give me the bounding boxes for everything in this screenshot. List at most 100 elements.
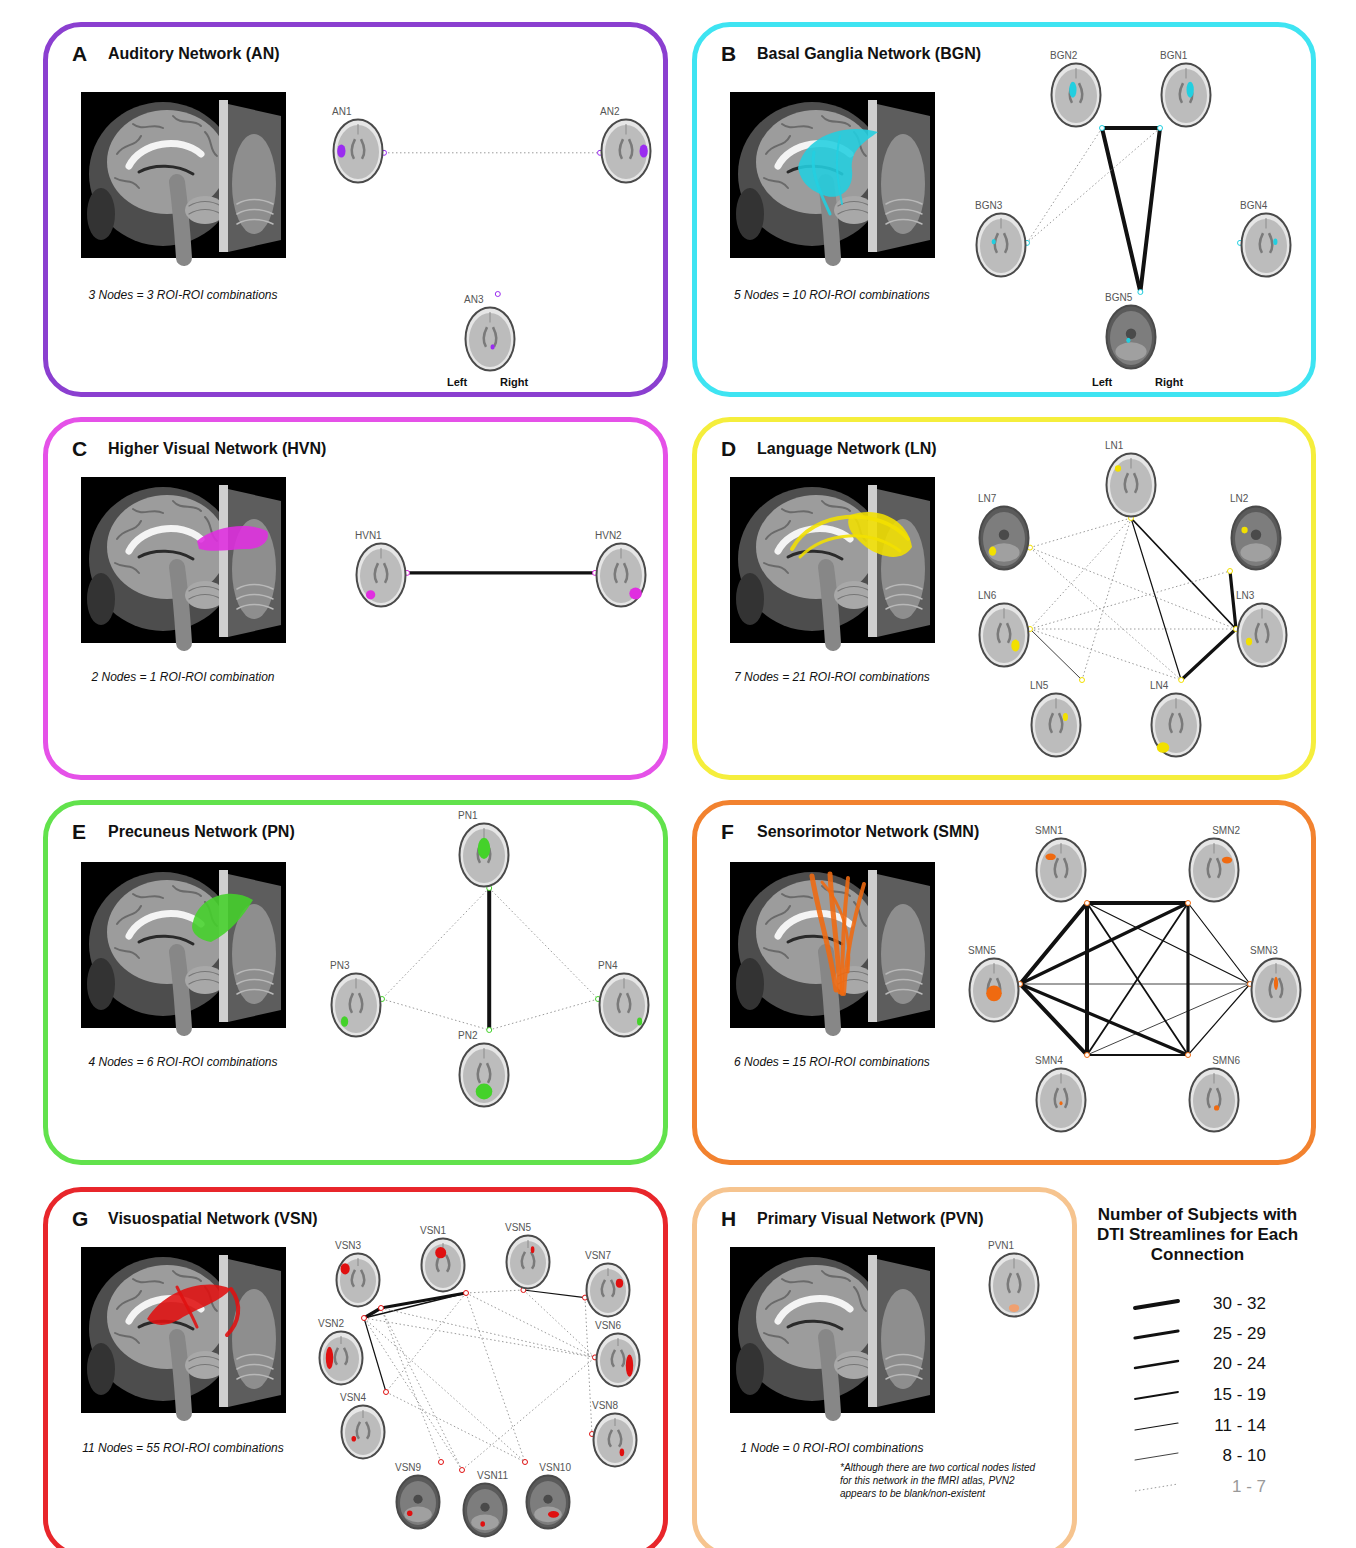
dti-connection <box>1085 903 1089 1055</box>
gyrus-line <box>782 509 812 513</box>
dti-connection <box>1030 629 1236 630</box>
dti-connection <box>1030 548 1181 680</box>
scalp-outline <box>527 1476 570 1529</box>
roi-label: PN1 <box>458 810 510 822</box>
gyrus-line <box>173 1271 201 1281</box>
scalp-outline <box>970 959 1019 1022</box>
gyrus-line <box>764 948 788 958</box>
roi-blob <box>1069 82 1076 98</box>
roi-label: VSN5 <box>505 1222 551 1234</box>
axial-slice-thumbnail <box>968 957 1020 1023</box>
roi-anchor-dot <box>1100 126 1105 131</box>
axial-slice-thumbnail <box>988 1252 1040 1318</box>
panel-title: Auditory Network (AN) <box>108 44 280 64</box>
gyrus-line <box>115 1333 139 1343</box>
brain-tissue <box>337 125 379 179</box>
midline <box>1262 608 1263 619</box>
coronal-slab <box>868 870 877 1022</box>
gyrus-line <box>115 563 139 573</box>
cerebellum-folia <box>189 972 221 977</box>
roi-label: SMN6 <box>1188 1055 1240 1067</box>
coronal-plane-back <box>877 104 930 252</box>
midline <box>381 548 382 559</box>
dti-connection <box>462 1357 595 1470</box>
network-panel: DLanguage Network (LN)7 Nodes = 21 ROI-R… <box>692 417 1316 780</box>
cerebellum-folia <box>886 1355 922 1360</box>
roi-blob <box>629 588 641 600</box>
roi-label: SMN1 <box>1035 825 1087 837</box>
panel-letter: H <box>721 1207 736 1231</box>
gyrus-line <box>822 501 850 511</box>
legend-line-sample <box>1135 1453 1178 1460</box>
midline <box>1014 1258 1015 1269</box>
roi-label: VSN3 <box>335 1240 381 1252</box>
ventricle <box>1007 623 1010 643</box>
legend-text: 20 - 24 <box>1186 1354 1266 1374</box>
legend-title: Number of Subjects with DTI Streamlines … <box>1090 1205 1305 1265</box>
ventricle <box>1125 473 1128 493</box>
axial-slice-thumbnail <box>318 1330 364 1386</box>
coronal-plane-back <box>228 1259 281 1407</box>
ventricle <box>1017 1273 1020 1293</box>
roi-label: PN2 <box>458 1030 510 1042</box>
scalp-outline <box>397 1476 440 1529</box>
network-panel: CHigher Visual Network (HVN)2 Nodes = 1 … <box>43 417 668 780</box>
scalp-outline <box>507 1236 550 1289</box>
roi-label: VSN10 <box>525 1462 571 1474</box>
roi-node: AN3 <box>464 294 516 372</box>
brain-tissue <box>1235 512 1277 566</box>
roi-blob <box>1115 465 1121 472</box>
axial-slice-thumbnail <box>1050 62 1102 128</box>
roi-blob <box>1241 527 1247 534</box>
brain-tissue <box>530 1481 566 1525</box>
cerebellum-folia <box>886 200 922 205</box>
midline <box>1076 68 1077 79</box>
orientation-label: Right <box>1155 376 1183 389</box>
ventricle <box>1180 83 1183 103</box>
dti-connection <box>466 1290 523 1293</box>
brainstem <box>177 567 184 643</box>
dti-connection <box>1087 901 1188 905</box>
brainstem <box>177 952 184 1028</box>
roi-anchor-dot <box>1186 901 1191 906</box>
cerebellum-folia <box>886 1365 922 1370</box>
gyrus-line <box>205 132 217 156</box>
roi-node: PVN1 <box>988 1240 1040 1318</box>
node-count-caption: 4 Nodes = 6 ROI-ROI combinations <box>58 1055 308 1070</box>
roi-blob <box>992 239 996 244</box>
corpus-callosum <box>129 144 201 166</box>
axial-slice-thumbnail <box>978 505 1030 571</box>
scalp-outline <box>980 604 1029 667</box>
ventricle <box>352 1270 355 1287</box>
roi-anchor-dot <box>1085 901 1090 906</box>
dti-connection <box>1188 903 1250 984</box>
dti-connection <box>585 1298 592 1434</box>
axial-slice-thumbnail <box>595 1332 641 1388</box>
roi-node: SMN2 <box>1188 825 1240 903</box>
network-panel: AAuditory Network (AN)3 Nodes = 3 ROI-RO… <box>43 22 668 397</box>
brain-tissue <box>510 1241 546 1285</box>
dti-connection <box>1188 984 1250 1055</box>
roi-label: BGN4 <box>1240 200 1292 212</box>
gyrus-line <box>115 948 139 958</box>
dti-connection <box>1087 903 1188 1055</box>
roi-anchor-dot <box>464 1291 469 1296</box>
dti-connection <box>1020 984 1188 1055</box>
scalp-outline <box>1107 306 1156 369</box>
brain-tissue <box>600 549 642 603</box>
brainstem <box>177 1337 184 1413</box>
roi-anchor-dot <box>1080 678 1085 683</box>
scalp-outline <box>337 1254 380 1307</box>
ventricle <box>612 1350 615 1367</box>
corpus-callosum <box>778 1299 850 1321</box>
ventricle <box>609 1430 612 1447</box>
roi-label: VSN8 <box>592 1400 638 1412</box>
dti-connection <box>466 1293 525 1462</box>
midline <box>356 978 357 989</box>
roi-anchor-dot <box>1186 1053 1191 1058</box>
dti-connection <box>1140 128 1160 292</box>
dti-connection <box>364 1293 466 1318</box>
roi-anchor-dot <box>487 1028 492 1033</box>
ventricle <box>366 1422 369 1439</box>
roi-label: LN7 <box>978 493 1030 505</box>
